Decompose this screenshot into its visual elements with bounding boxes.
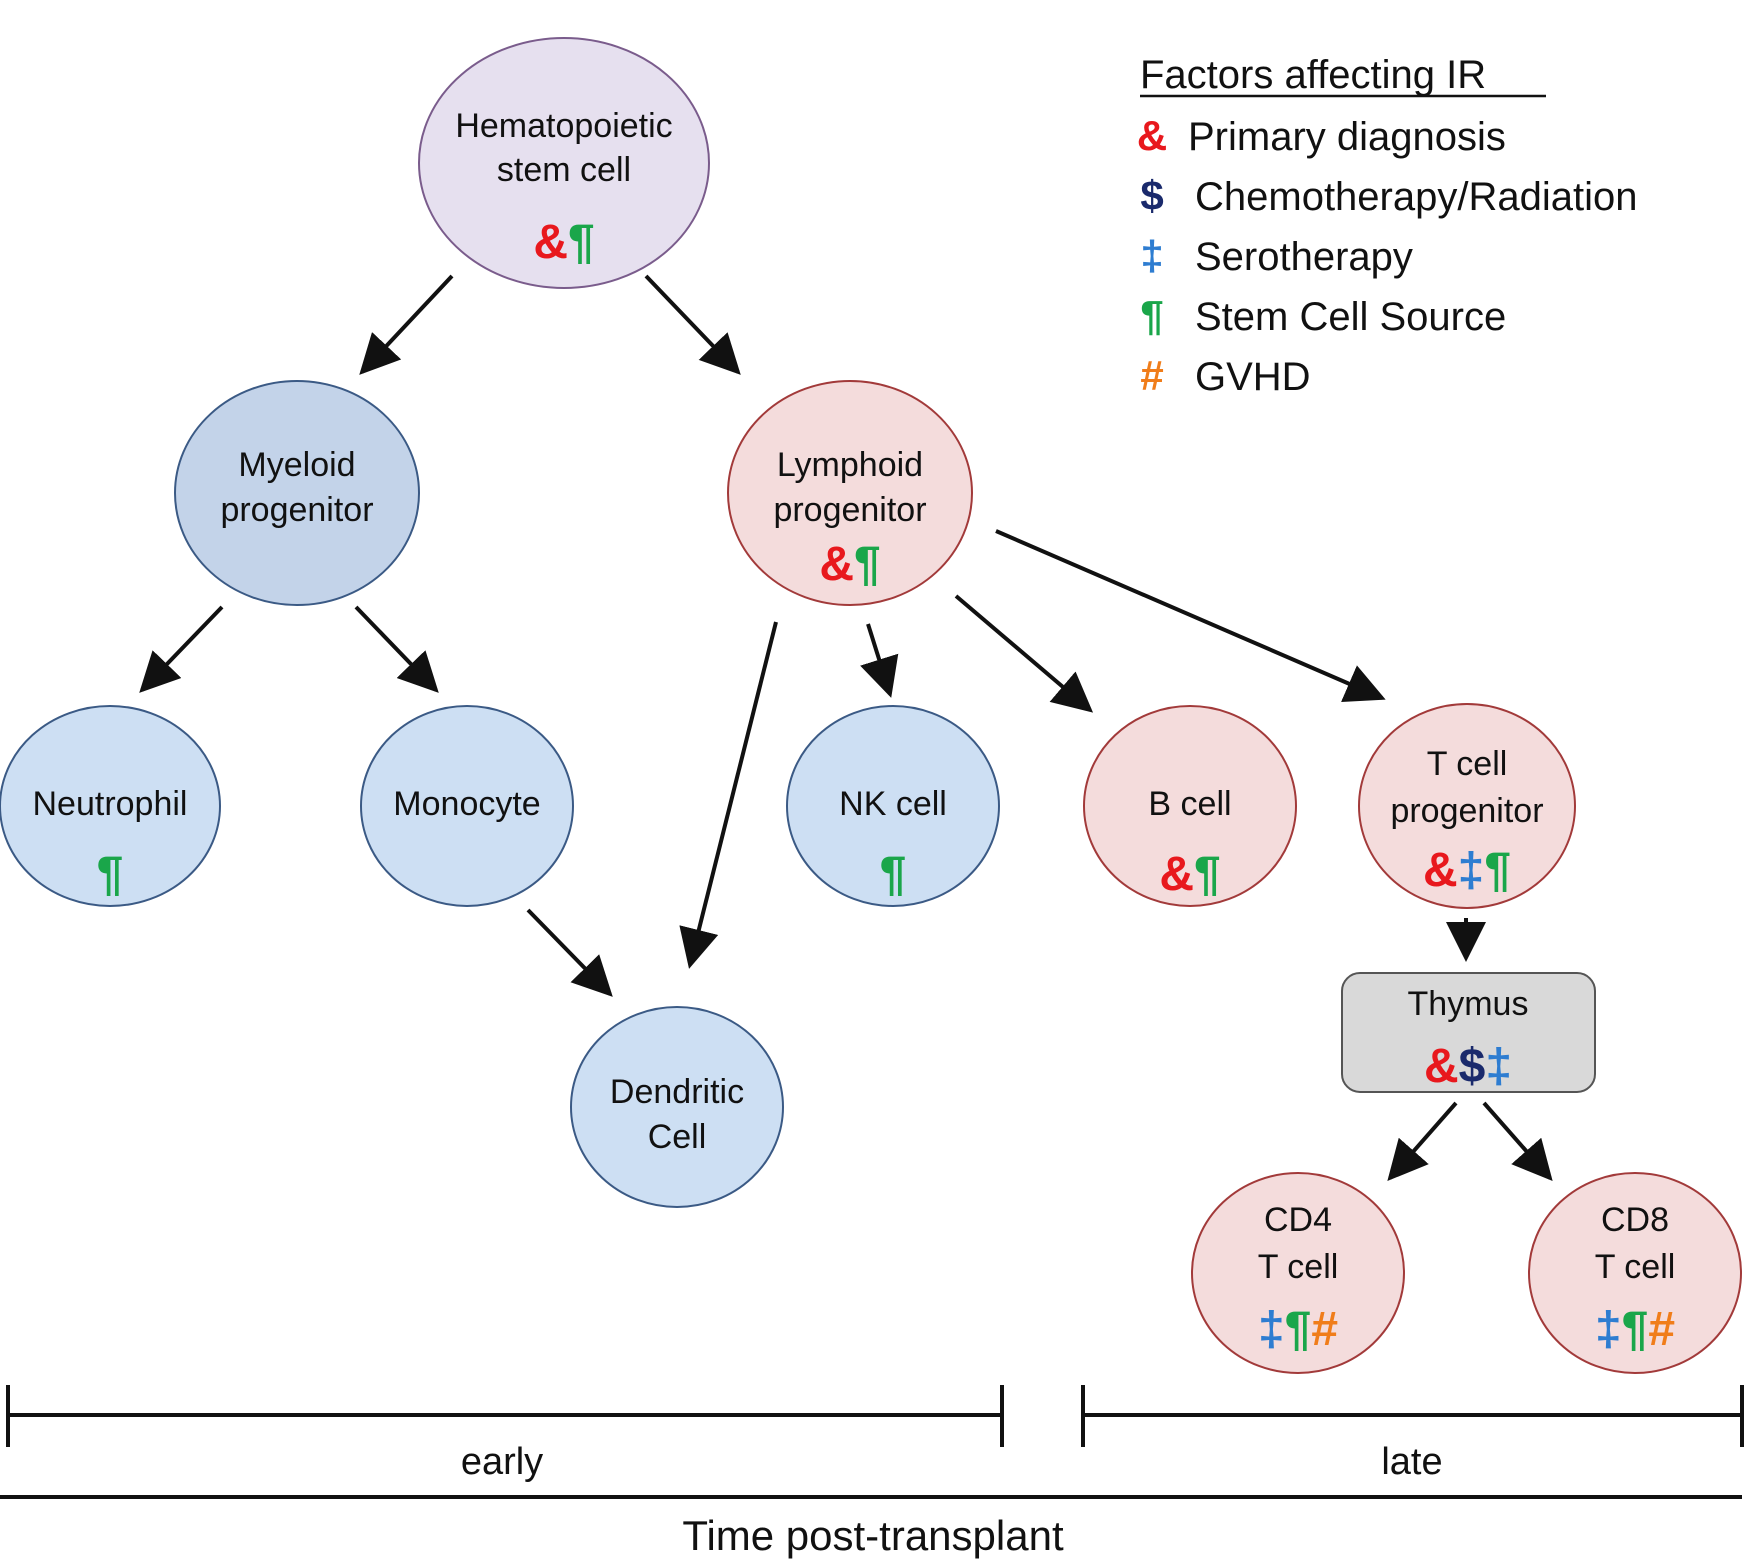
legend-label-pilcrow: Stem Cell Source [1195, 295, 1506, 339]
hsc-node [418, 37, 710, 289]
lymphoid-node [727, 380, 973, 606]
lymphoid-factor-symbols: &¶ [819, 538, 880, 591]
thymus-node [1341, 972, 1596, 1093]
legend-label-dollar: Chemotherapy/Radiation [1195, 175, 1637, 219]
cd8-factor-double-dagger: ‡ [1595, 1303, 1622, 1356]
monocyte-node [360, 705, 574, 907]
cd8-factor-pilcrow: ¶ [1622, 1303, 1649, 1356]
legend-symbol-ampersand: & [1137, 112, 1167, 159]
thymus-factor-dollar: $ [1459, 1040, 1486, 1093]
myeloid-label-line-1: Myeloid [238, 446, 355, 484]
legend-label-double-dagger: Serotherapy [1195, 235, 1413, 279]
legend-symbol-hash: # [1140, 352, 1163, 399]
cd8-factor-symbols: ‡¶# [1595, 1303, 1675, 1356]
neutrophil-label-line-1: Neutrophil [33, 785, 188, 823]
cd4-node [1191, 1172, 1405, 1374]
cd4-label-line-1: CD4 [1264, 1201, 1332, 1239]
cd8-label-line-1: CD8 [1601, 1201, 1669, 1239]
dendritic-label-line-2: Cell [648, 1118, 707, 1156]
legend-items: &Primary diagnosis $ Chemotherapy/Radiatio… [1137, 112, 1638, 399]
arrow-monocyte-to-dendritic [526, 908, 613, 997]
thymus-label-line-1: Thymus [1408, 985, 1529, 1023]
cd4-factor-symbols: ‡¶# [1258, 1303, 1338, 1356]
myeloid-node [174, 380, 420, 606]
nodes-group [0, 37, 1742, 1374]
tprog-label-line-1: T cell [1427, 745, 1508, 783]
bcell-factor-ampersand: & [1159, 848, 1194, 901]
cd8-label-line-2: T cell [1595, 1248, 1676, 1286]
myeloid-label-line-2: progenitor [220, 491, 373, 529]
lymphoid-factor-pilcrow: ¶ [854, 538, 881, 591]
legend-symbol-double-dagger: ‡ [1140, 232, 1163, 279]
axis-title: Time post-transplant [682, 1512, 1064, 1559]
tprog-factor-symbols: &‡¶ [1423, 844, 1511, 897]
bcell-node [1083, 705, 1297, 907]
neutrophil-node [0, 705, 221, 907]
dendritic-label-line-1: Dendritic [610, 1073, 744, 1111]
nk-factor-pilcrow: ¶ [880, 848, 907, 901]
legend-title: Factors affecting IR [1140, 53, 1486, 97]
bcell-factor-symbols: &¶ [1159, 848, 1220, 901]
arrow-thymus-to-cd8 [1482, 1101, 1553, 1182]
legend: Factors affecting IR &Primary diagnosis $… [1137, 53, 1638, 399]
nk-factor-symbols: ¶ [880, 848, 907, 901]
tprog-node [1358, 703, 1576, 909]
cd4-factor-pilcrow: ¶ [1285, 1303, 1312, 1356]
neutrophil-factor-symbols: ¶ [97, 848, 124, 901]
arrow-myeloid-to-neutrophil [139, 605, 224, 693]
lymphoid-label-line-1: Lymphoid [777, 446, 923, 484]
dendritic-node [570, 1006, 784, 1208]
tprog-label-line-2: progenitor [1390, 792, 1543, 830]
bcell-factor-pilcrow: ¶ [1194, 848, 1221, 901]
nk-label-line-1: NK cell [839, 785, 947, 823]
tprog-factor-double-dagger: ‡ [1458, 844, 1485, 897]
tprog-factor-pilcrow: ¶ [1484, 844, 1511, 897]
cd8-node [1528, 1172, 1742, 1374]
thymus-factor-symbols: &$‡ [1424, 1040, 1512, 1093]
arrow-hsc-to-lymphoid [644, 274, 741, 375]
neutrophil-factor-pilcrow: ¶ [97, 848, 124, 901]
hsc-factor-ampersand: & [533, 216, 568, 269]
arrows-group [139, 274, 1553, 1182]
cd4-label-line-2: T cell [1258, 1248, 1339, 1286]
lymphoid-factor-ampersand: & [819, 538, 854, 591]
hsc-factor-pilcrow: ¶ [568, 216, 595, 269]
thymus-factor-double-dagger: ‡ [1485, 1040, 1512, 1093]
thymus-factor-ampersand: & [1424, 1040, 1459, 1093]
legend-symbol-pilcrow: ¶ [1140, 292, 1163, 339]
hsc-label-line-1: Hematopoietic [455, 107, 672, 145]
cd8-factor-hash: # [1648, 1303, 1675, 1356]
arrow-lymphoid-to-bcell [954, 594, 1094, 713]
hsc-factor-symbols: &¶ [533, 216, 594, 269]
timeline: early late Time post-transplant [0, 1385, 1744, 1559]
cd4-factor-double-dagger: ‡ [1258, 1303, 1285, 1356]
arrow-lymphoid-to-nk [860, 623, 899, 698]
early-label: early [461, 1441, 543, 1483]
arrow-lymphoid-to-tprog [995, 529, 1386, 703]
hsc-label-line-2: stem cell [497, 151, 631, 189]
arrow-hsc-to-myeloid [359, 274, 454, 375]
cd4-factor-hash: # [1311, 1303, 1338, 1356]
lymphoid-label-line-2: progenitor [773, 491, 926, 529]
arrow-myeloid-to-monocyte [354, 605, 439, 693]
arrow-thymus-to-cd4 [1387, 1101, 1458, 1182]
legend-label-ampersand: Primary diagnosis [1188, 115, 1506, 159]
legend-symbol-dollar: $ [1140, 172, 1163, 219]
arrow-lymphoid-to-dendritic [679, 621, 778, 969]
nk-node [786, 705, 1000, 907]
legend-label-hash: GVHD [1195, 355, 1311, 399]
late-label: late [1381, 1441, 1442, 1483]
bcell-label-line-1: B cell [1148, 785, 1231, 823]
monocyte-label-line-1: Monocyte [393, 785, 540, 823]
tprog-factor-ampersand: & [1423, 844, 1458, 897]
